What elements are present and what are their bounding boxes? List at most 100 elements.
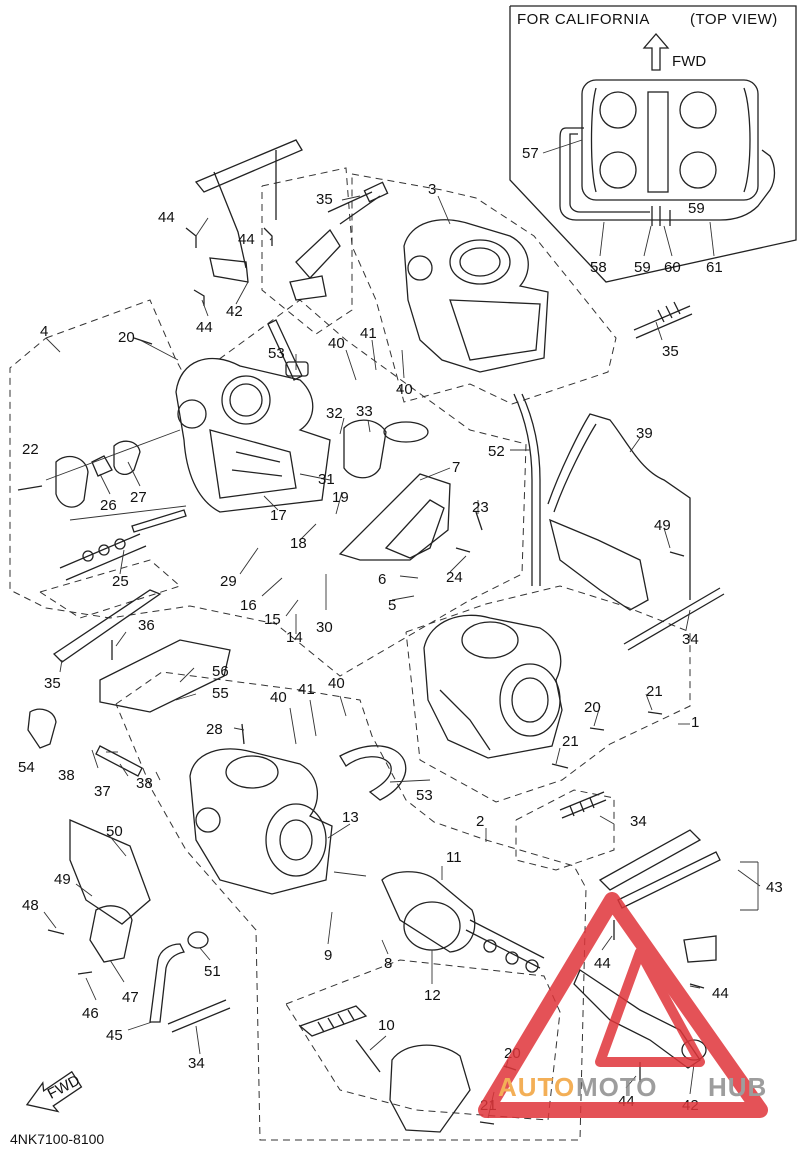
callout-35c: 35 <box>662 343 679 360</box>
callout-3: 3 <box>428 181 436 198</box>
callout-21a: 21 <box>646 683 663 700</box>
callout-33: 33 <box>356 403 373 420</box>
linkages-and-hoses <box>52 139 725 1069</box>
watermark-text-moto: MOTO <box>576 1072 658 1102</box>
callout-56: 56 <box>212 663 229 680</box>
diagram-code: 4NK7100-8100 <box>10 1131 104 1147</box>
inset-label-60: 60 <box>664 259 681 276</box>
callout-40a: 40 <box>328 335 345 352</box>
inset-label-59b: 59 <box>634 259 651 276</box>
callout-44e: 44 <box>712 985 729 1002</box>
callout-29: 29 <box>220 573 237 590</box>
callout-34c: 34 <box>188 1055 205 1072</box>
inset-title: FOR CALIFORNIA <box>517 11 650 28</box>
inset-label-57: 57 <box>522 145 539 162</box>
callout-20a: 20 <box>118 329 135 346</box>
callout-19: 19 <box>332 489 349 506</box>
watermark-triangle-outer <box>478 892 768 1118</box>
callout-15: 15 <box>264 611 281 628</box>
callout-13: 13 <box>342 809 359 826</box>
callout-48: 48 <box>22 897 39 914</box>
callout-40c: 40 <box>270 689 287 706</box>
callout-27: 27 <box>130 489 147 506</box>
callout-21b: 21 <box>562 733 579 750</box>
callout-2: 2 <box>476 813 484 830</box>
callout-43: 43 <box>766 879 783 896</box>
forward-direction-arrow: FWD <box>25 1070 83 1113</box>
callout-53b: 53 <box>416 787 433 804</box>
diaphragm-and-covers <box>27 301 693 1133</box>
inset-forward-arrow <box>642 33 670 71</box>
carburetor-4 <box>175 357 331 513</box>
callout-30: 30 <box>316 619 333 636</box>
inset-label-59a: 59 <box>688 200 705 217</box>
carburetor-3 <box>403 219 549 373</box>
callout-49b: 49 <box>654 517 671 534</box>
callout-numbers: 1 2 3 4 5 6 7 8 9 10 11 12 13 14 15 16 1… <box>18 181 783 1114</box>
inset-view-label: (TOP VIEW) <box>690 11 778 28</box>
callout-34b: 34 <box>630 813 647 830</box>
callout-6: 6 <box>378 571 386 588</box>
callout-7: 7 <box>452 459 460 476</box>
callout-26: 26 <box>100 497 117 514</box>
watermark-triangle-inner <box>595 947 705 1067</box>
callout-36: 36 <box>138 617 155 634</box>
callout-18: 18 <box>290 535 307 552</box>
callout-22: 22 <box>22 441 39 458</box>
callout-11: 11 <box>446 849 462 866</box>
callout-50: 50 <box>106 823 123 840</box>
callout-39: 39 <box>636 425 653 442</box>
callout-45: 45 <box>106 1027 123 1044</box>
callout-54: 54 <box>18 759 35 776</box>
callout-44a: 44 <box>158 209 175 226</box>
callout-32: 32 <box>326 405 343 422</box>
callout-24: 24 <box>446 569 463 586</box>
watermark-text-hub: HUB <box>708 1072 767 1102</box>
callout-25: 25 <box>112 573 129 590</box>
callout-31: 31 <box>318 471 335 488</box>
carburetor-1 <box>423 614 563 759</box>
callout-40d: 40 <box>328 675 345 692</box>
callout-49a: 49 <box>54 871 71 888</box>
callout-44c: 44 <box>196 319 213 336</box>
inset-fwd-label: FWD <box>672 53 706 70</box>
automotohub-watermark: AUTO MOTO HUB <box>478 892 768 1118</box>
callout-10: 10 <box>378 1017 395 1034</box>
callout-34a: 34 <box>682 631 699 648</box>
callout-37: 37 <box>94 783 111 800</box>
callout-35a: 35 <box>44 675 61 692</box>
callout-5: 5 <box>388 597 396 614</box>
callout-17: 17 <box>270 507 287 524</box>
watermark-text-auto: AUTO <box>498 1072 575 1102</box>
leader-lines <box>43 195 761 1119</box>
callout-46: 46 <box>82 1005 99 1022</box>
callout-53a: 53 <box>268 345 285 362</box>
callout-20b: 20 <box>584 699 601 716</box>
callout-41b: 41 <box>298 681 315 698</box>
callout-9: 9 <box>324 947 332 964</box>
callout-41a: 41 <box>360 325 377 342</box>
inset-label-61: 61 <box>706 259 723 276</box>
inset-label-58: 58 <box>590 259 607 276</box>
callout-55: 55 <box>212 685 229 702</box>
callout-35b: 35 <box>316 191 333 208</box>
california-inset: FOR CALIFORNIA (TOP VIEW) FWD 57 58 59 5… <box>509 5 797 283</box>
callout-8: 8 <box>384 955 392 972</box>
callout-42a: 42 <box>226 303 243 320</box>
callout-47: 47 <box>122 989 139 1006</box>
callout-14: 14 <box>286 629 303 646</box>
callout-12: 12 <box>424 987 441 1004</box>
callout-28: 28 <box>206 721 223 738</box>
carburetor-2 <box>189 748 333 895</box>
callout-52: 52 <box>488 443 505 460</box>
callout-44d: 44 <box>594 955 611 972</box>
inset-carburetor-bank <box>581 79 759 201</box>
callout-4: 4 <box>40 323 48 340</box>
callout-16: 16 <box>240 597 257 614</box>
callout-40b: 40 <box>396 381 413 398</box>
callout-23: 23 <box>472 499 489 516</box>
callout-38b: 38 <box>136 775 153 792</box>
screws <box>17 227 705 1125</box>
